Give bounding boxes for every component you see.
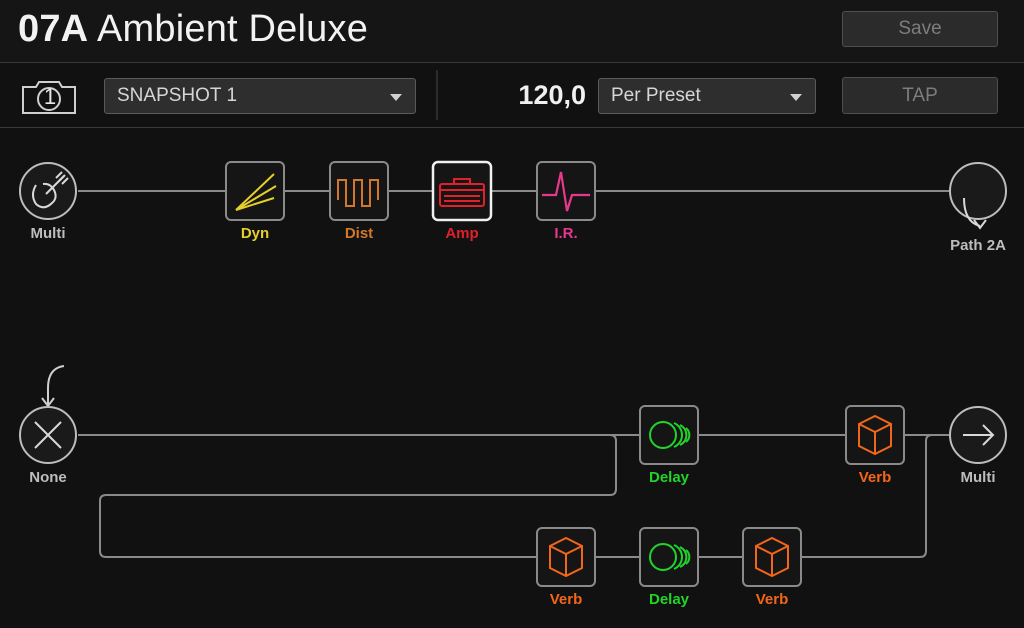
path2-output-node[interactable] xyxy=(949,406,1007,464)
amp-block[interactable] xyxy=(431,160,493,222)
guitar-icon xyxy=(32,171,69,209)
compressor-icon xyxy=(235,173,277,211)
path1-input-label: Multi xyxy=(30,225,66,242)
tempo-mode-select[interactable]: Per Preset xyxy=(598,78,816,114)
dist-label: Dist xyxy=(344,225,374,242)
ir-block[interactable] xyxy=(536,161,596,221)
ir-label: I.R. xyxy=(554,225,578,242)
verb-label-lower-2: Verb xyxy=(755,591,789,608)
path1-input-node[interactable] xyxy=(19,162,77,220)
delay-label-upper: Delay xyxy=(648,469,690,486)
path1-output-node[interactable] xyxy=(949,162,1007,230)
verb-block-upper[interactable] xyxy=(845,405,905,465)
reverb-cube-icon xyxy=(549,536,583,578)
verb-label-lower-1: Verb xyxy=(549,591,583,608)
path2-input-label: None xyxy=(29,469,67,486)
delay-block-upper[interactable] xyxy=(639,405,699,465)
curved-arrow-down-icon xyxy=(963,197,987,230)
snapshot-number: 1 xyxy=(43,84,57,109)
tap-tempo-button[interactable]: TAP xyxy=(842,77,998,114)
preset-name: Ambient Deluxe xyxy=(96,8,369,50)
preset-number: 07A xyxy=(18,8,89,50)
chevron-down-icon xyxy=(390,94,402,101)
dyn-block[interactable] xyxy=(225,161,285,221)
reverb-cube-icon xyxy=(858,414,892,456)
snapshot-select[interactable]: SNAPSHOT 1 xyxy=(104,78,416,114)
path1-output-label: Path 2A xyxy=(950,237,1006,254)
snapshot-select-value: SNAPSHOT 1 xyxy=(117,85,238,106)
impulse-response-icon xyxy=(542,171,590,212)
tempo-mode-value: Per Preset xyxy=(611,85,701,106)
verb-block-lower-2[interactable] xyxy=(742,527,802,587)
signal-wires xyxy=(78,190,949,558)
dyn-label: Dyn xyxy=(240,225,270,242)
delay-icon xyxy=(649,421,691,449)
save-button[interactable]: Save xyxy=(842,11,998,47)
toolbar-divider xyxy=(0,127,1024,128)
delay-icon xyxy=(649,543,691,571)
reverb-cube-icon xyxy=(755,536,789,578)
verb-label-upper: Verb xyxy=(858,469,892,486)
delay-label-lower: Delay xyxy=(648,591,690,608)
chevron-down-icon xyxy=(790,94,802,101)
curved-arrow-down-icon xyxy=(41,365,65,408)
verb-block-lower-1[interactable] xyxy=(536,527,596,587)
arrow-right-icon xyxy=(963,424,995,446)
signal-flow-canvas xyxy=(19,160,1007,587)
path2-input-node[interactable] xyxy=(19,365,77,464)
delay-block-lower[interactable] xyxy=(639,527,699,587)
dist-block[interactable] xyxy=(329,161,389,221)
preset-title[interactable]: 07A Ambient Deluxe xyxy=(18,8,368,51)
amp-label: Amp xyxy=(445,225,479,242)
distortion-wave-icon xyxy=(337,179,379,207)
amp-icon xyxy=(439,178,485,207)
close-icon xyxy=(34,421,62,449)
snapshot-camera-icon[interactable] xyxy=(20,78,78,116)
path2-output-label: Multi xyxy=(960,469,996,486)
toolbar-separator xyxy=(436,70,438,120)
header-divider xyxy=(0,62,1024,63)
tempo-value[interactable]: 120,0 xyxy=(518,80,586,110)
